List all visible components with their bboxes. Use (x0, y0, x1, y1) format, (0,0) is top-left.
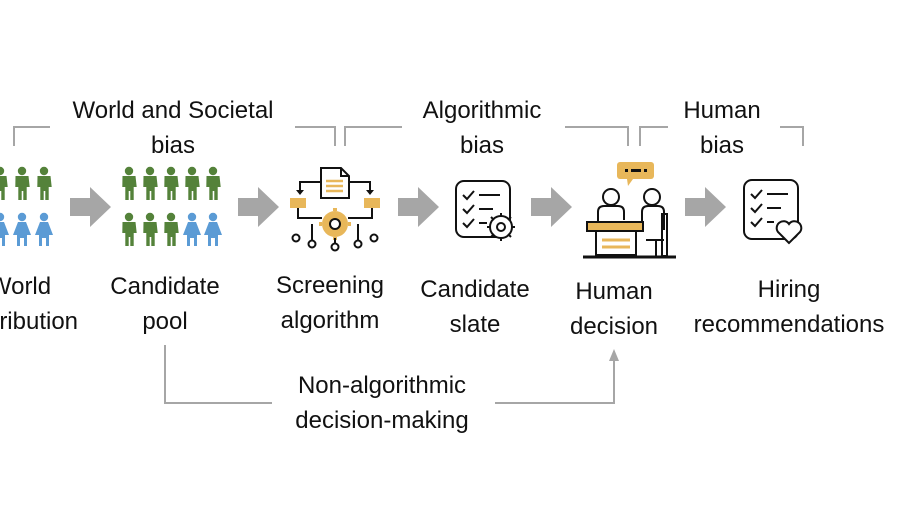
world-bias-line2: bias (150, 132, 196, 159)
stage-hiring-line1: Hiring (757, 276, 821, 303)
stage-screening-line2: algorithm (280, 307, 380, 334)
stage-world-line2: distribution (0, 308, 79, 335)
interview-desk-icon (583, 162, 676, 259)
checklist-heart-icon (743, 179, 803, 245)
world-bias-bracket (13, 126, 336, 146)
stage-slate-line2: slate (449, 311, 501, 338)
stage-human-line1: Human (575, 278, 653, 305)
stage-pool-line2: pool (142, 308, 188, 335)
human-bias-line2: bias (699, 132, 745, 159)
bypass-line1: Non-algorithmic (297, 372, 467, 399)
stage-candidate-slate: Candidate slate (405, 272, 545, 342)
stage-human-decision: Human decision (549, 274, 679, 344)
flow-arrow-2 (238, 187, 279, 227)
flow-arrow-5 (685, 187, 726, 227)
bypass-line2: decision-making (295, 407, 469, 434)
people-group-icon (0, 166, 53, 246)
bypass-connector (164, 345, 615, 404)
stage-hiring-recommendations: Hiring recommendations (678, 272, 900, 342)
stage-screening-algorithm: Screening algorithm (260, 268, 400, 338)
world-bias-label: World and Societal bias (58, 93, 288, 163)
stage-world-distribution: World distribution (0, 269, 100, 339)
stage-screening-line1: Screening (275, 272, 385, 299)
human-bias-bracket (639, 126, 804, 146)
algorithmic-bias-line1: Algorithmic (422, 97, 542, 124)
algorithm-gear-icon (290, 167, 380, 252)
people-group-icon (122, 166, 222, 246)
human-bias-label: Human bias (668, 93, 776, 163)
stage-world-line1: World (0, 273, 52, 300)
flow-arrow-3 (398, 187, 439, 227)
flow-arrow-4 (531, 187, 572, 227)
stage-candidate-pool: Candidate pool (95, 269, 235, 339)
world-bias-line1: World and Societal (72, 97, 274, 124)
bypass-label: Non-algorithmic decision-making (272, 368, 492, 438)
stage-slate-line1: Candidate (420, 276, 530, 303)
flow-arrow-1 (70, 187, 111, 227)
algorithmic-bias-label: Algorithmic bias (402, 93, 562, 163)
stage-pool-line1: Candidate (110, 273, 220, 300)
human-bias-line1: Human (683, 97, 761, 124)
bypass-arrowhead (609, 349, 619, 361)
algorithmic-bias-bracket (344, 126, 629, 146)
stage-human-line2: decision (569, 313, 659, 340)
checklist-gear-icon (455, 180, 515, 241)
algorithmic-bias-line2: bias (459, 132, 505, 159)
stage-hiring-line2: recommendations (693, 311, 885, 338)
